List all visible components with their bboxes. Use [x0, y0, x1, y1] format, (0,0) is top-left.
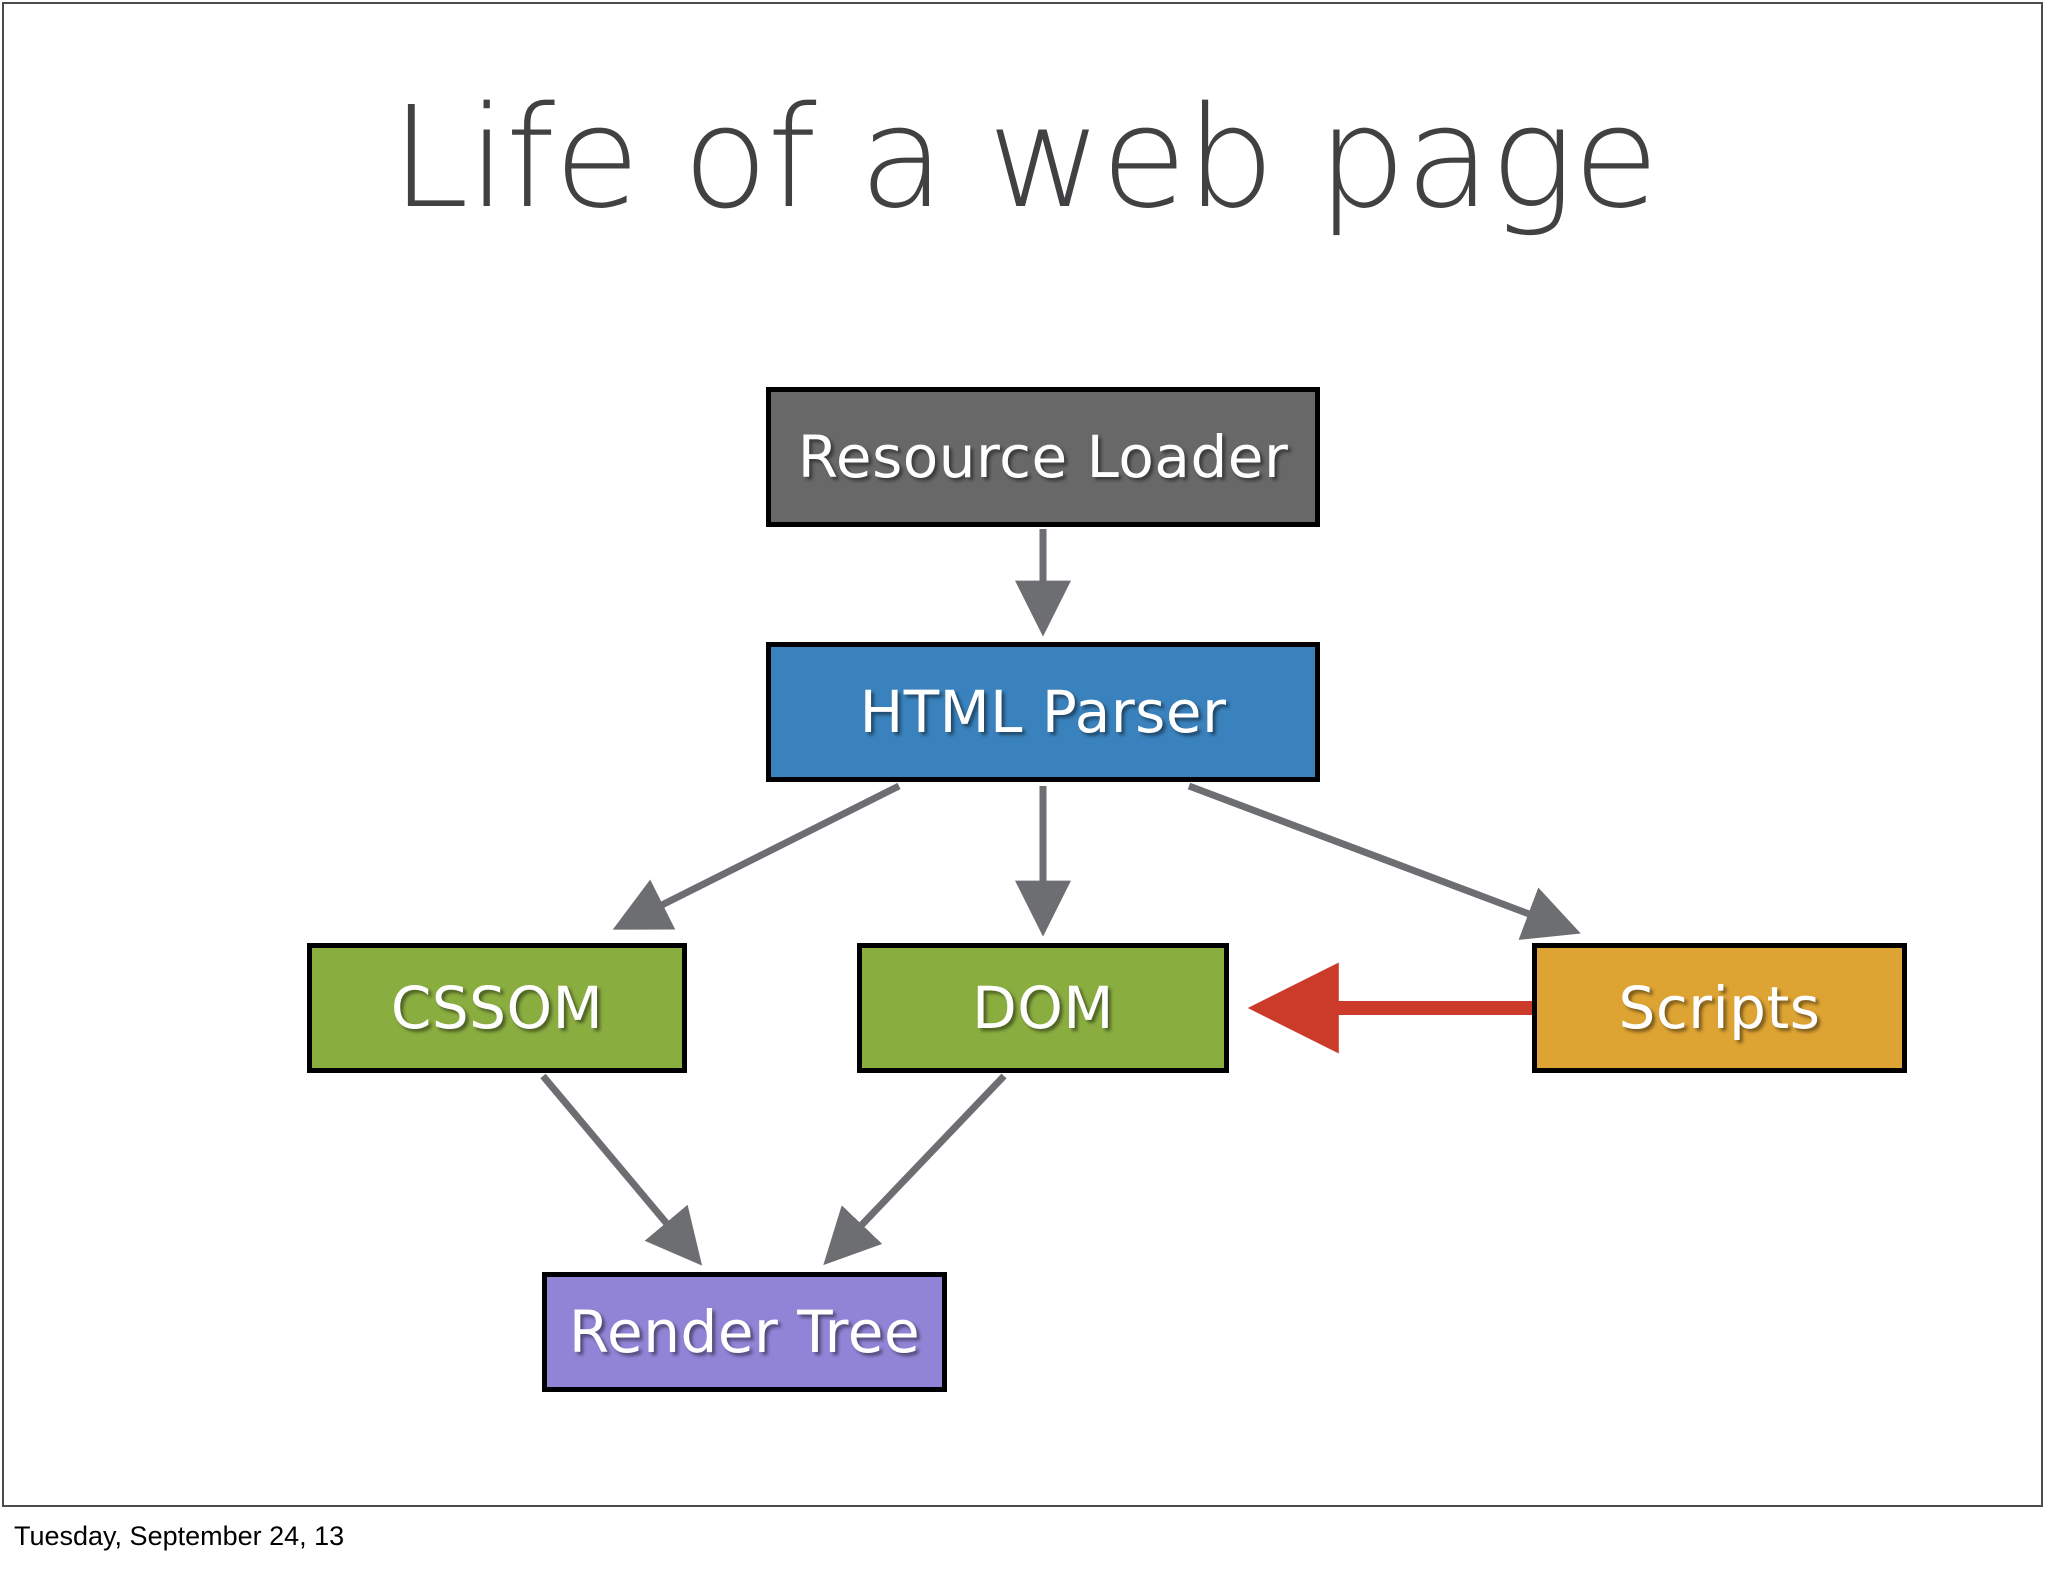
slide-canvas: Life of a web page	[2, 2, 2043, 1507]
node-cssom[interactable]: CSSOM	[307, 943, 687, 1073]
node-scripts[interactable]: Scripts	[1532, 943, 1907, 1073]
footer-date: Tuesday, September 24, 13	[14, 1521, 345, 1551]
node-dom[interactable]: DOM	[857, 943, 1229, 1073]
node-render-tree[interactable]: Render Tree	[542, 1272, 947, 1392]
node-resource-loader[interactable]: Resource Loader	[766, 387, 1320, 527]
edge-html-parser-to-cssom	[612, 782, 901, 930]
node-cssom-label: CSSOM	[390, 974, 604, 1042]
node-html-parser-label: HTML Parser	[859, 678, 1227, 746]
node-scripts-label: Scripts	[1618, 974, 1821, 1042]
node-resource-loader-label: Resource Loader	[797, 423, 1289, 491]
flowchart-diagram: Resource Loader HTML Parser CSSOM DOM Sc…	[4, 4, 2045, 1509]
node-dom-label: DOM	[972, 974, 1114, 1042]
node-render-tree-label: Render Tree	[568, 1298, 921, 1366]
flowchart-edges	[540, 529, 1581, 1266]
node-html-parser[interactable]: HTML Parser	[766, 642, 1320, 782]
page-title: Life of a web page	[390, 77, 1659, 240]
edge-html-parser-to-scripts	[1187, 782, 1581, 940]
edge-dom-to-render-tree	[823, 1073, 1007, 1266]
edge-cssom-to-render-tree	[540, 1073, 703, 1266]
